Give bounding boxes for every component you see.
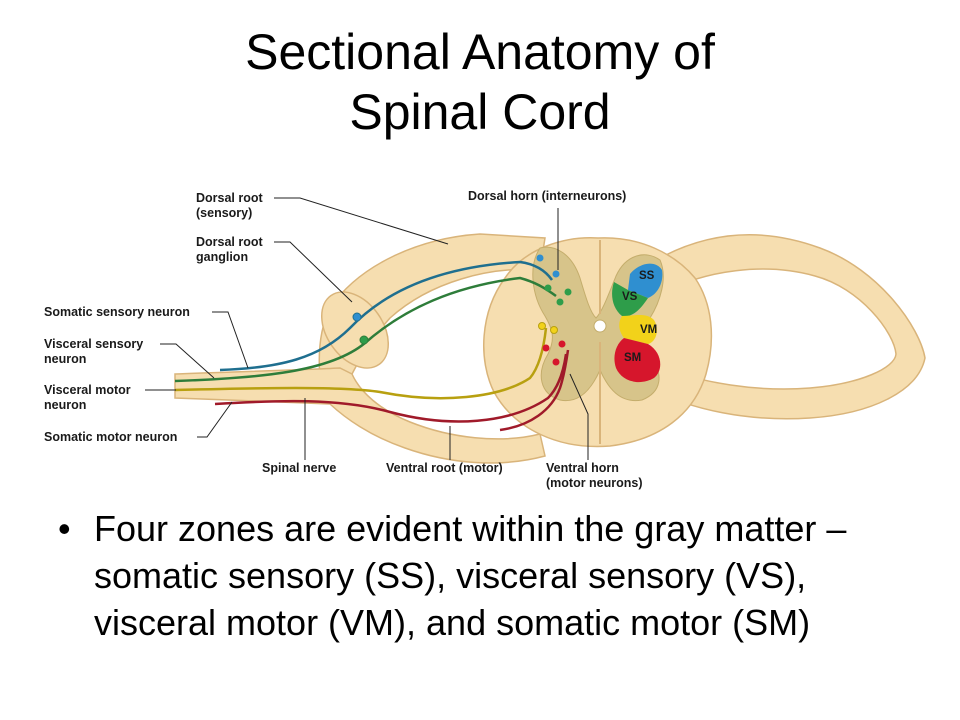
interneuron-5 [556,298,564,306]
leader-somatic-motor [197,401,233,438]
somatic-sensory-ganglion-cell [352,312,362,322]
somatic-motor-fiber [214,353,568,423]
label-visceral-motor-2: neuron [44,398,86,412]
zone-sm-label: SM [624,352,641,364]
page-title: Sectional Anatomy of Spinal Cord [0,22,960,142]
interneuron-2 [552,270,560,278]
label-somatic-sensory-neuron: Somatic sensory neuron [44,305,190,319]
label-dorsal-root-2: (sensory) [196,206,252,220]
spinal-nerve-tissue [174,367,546,464]
bullet-text: Four zones are evident within the gray m… [94,508,847,643]
leader-visceral-sensory [160,343,215,379]
interneuron-1 [536,254,544,262]
central-canal [593,319,607,333]
label-dorsal-root-ganglion-2: ganglion [196,250,248,264]
visceral-sensory-ganglion-cell [359,335,369,345]
zone-vm-label: VM [640,324,657,336]
somatic-motor-fiber-2 [499,349,570,432]
motor-cell-1 [538,322,546,330]
motor-cell-3 [542,344,550,352]
interneuron-4 [564,288,572,296]
somatic-sensory-fiber [219,260,554,372]
zone-vs-label: VS [622,291,638,303]
title-line-1: Sectional Anatomy of [245,24,715,80]
motor-cell-4 [558,340,566,348]
label-ventral-horn-2: (motor neurons) [546,476,643,490]
spinal-cord-diagram: SS VS VM SM Dorsal root (sensory) Dorsal… [44,189,926,490]
label-dorsal-root-ganglion-1: Dorsal root [196,235,264,249]
bullet-item: • Four zones are evident within the gray… [58,505,918,646]
bullet-symbol: • [58,508,71,549]
label-dorsal-horn: Dorsal horn (interneurons) [468,189,626,203]
label-visceral-sensory-2: neuron [44,352,86,366]
zone-vs [612,282,648,317]
zone-ss-label: SS [639,270,655,282]
label-ventral-root: Ventral root (motor) [386,461,503,475]
label-visceral-motor-1: Visceral motor [44,383,131,397]
dorsal-root-ganglion [320,291,390,369]
leader-ventral-horn [569,373,589,460]
leader-somatic-sensory [212,311,249,369]
zone-sm [614,338,661,383]
interneuron-3 [544,284,552,292]
visceral-motor-fiber [174,327,548,400]
label-visceral-sensory-1: Visceral sensory [44,337,143,351]
leader-dorsal-root [274,197,449,245]
zone-ss [628,263,663,298]
zone-vm [619,315,657,344]
motor-cell-2 [550,326,558,334]
label-ventral-horn-1: Ventral horn [546,461,619,475]
motor-cell-5 [552,358,560,366]
leader-dorsal-root-ganglion [274,241,353,303]
visceral-sensory-fiber [174,276,557,383]
label-spinal-nerve: Spinal nerve [262,461,336,475]
label-dorsal-root-1: Dorsal root [196,191,264,205]
title-line-2: Spinal Cord [349,84,611,140]
label-somatic-motor-neuron: Somatic motor neuron [44,430,177,444]
